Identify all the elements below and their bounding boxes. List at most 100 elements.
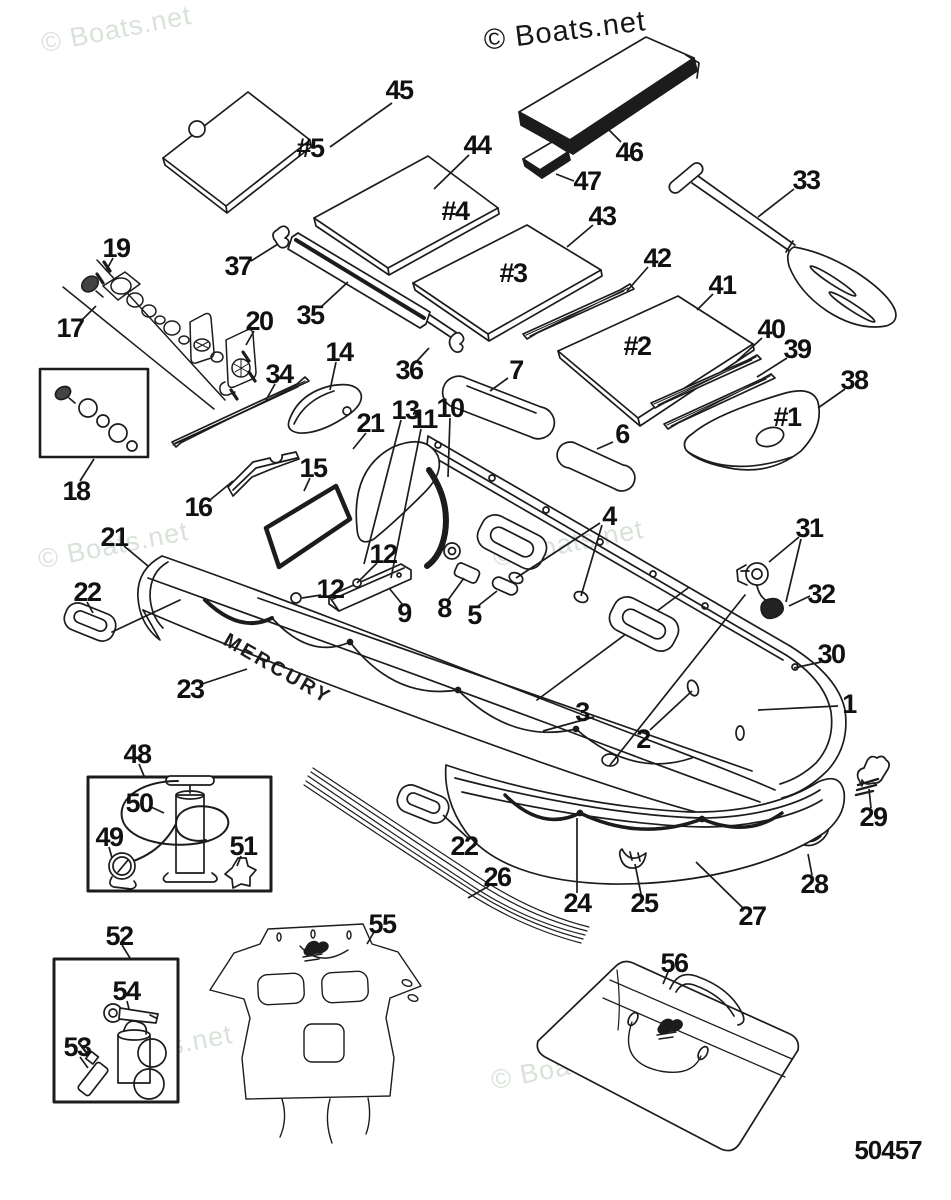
part-label-38: 38 [840,365,869,395]
part-label-33: 33 [792,165,821,195]
leader-line-52 [121,944,131,959]
leader-line-16 [209,480,234,501]
part-label-21: 21 [356,408,385,438]
seat-plate-drawing [522,141,571,179]
leader-line-19 [105,257,114,272]
leader-line-12 [301,594,322,599]
valve-assembly-drawing [62,259,257,410]
leader-line-46 [605,126,622,143]
leader-line-31 [768,536,800,563]
leader-line-34 [265,383,276,401]
leader-line-4 [580,524,603,597]
repair-kit-box-drawing [52,957,180,1104]
part-label-12: 12 [369,539,397,569]
part-label-45: 45 [385,75,414,105]
part-label-34: 34 [265,359,294,389]
leader-line-53 [79,1056,89,1069]
part-label-3: 3 [575,697,590,727]
part-label-20: 20 [245,306,273,336]
floorboard-1-drawing [683,390,821,471]
part-label-26: 26 [483,862,512,892]
floorboard-5-drawing [162,91,312,214]
leader-line-29 [868,788,872,809]
part-label-4: 4 [602,501,617,531]
leader-line-26 [467,885,490,899]
bottom-hull-drawing [444,764,846,885]
part-label-48: 48 [123,739,152,769]
part-label-42: 42 [643,243,671,273]
part-label-16: 16 [184,492,213,522]
leader-line-55 [366,931,375,945]
leader-line-8 [447,577,465,601]
part-label-37: 37 [224,251,252,281]
leader-line-22 [86,601,94,614]
part-label-17: 17 [56,313,84,343]
part-label-51: 51 [229,831,258,861]
part-label-10: 10 [436,393,464,423]
rub-strake-34-drawing [171,376,310,448]
pad-6-drawing [556,441,636,492]
part-label-30: 30 [817,639,845,669]
hull-brand-text: MERCURY [220,629,336,709]
leader-line-35 [320,281,349,308]
oring-kit-box-drawing [38,367,150,459]
part-label-35: 35 [296,300,325,330]
part-label-22: 22 [450,831,478,861]
part-label-14: 14 [325,337,354,367]
part-label-40: 40 [757,314,785,344]
leader-line-27 [695,861,745,910]
part-label-56: 56 [660,948,689,978]
part-label-43: 43 [588,201,617,231]
part-label-24: 24 [563,888,592,918]
leader-line-25 [634,863,642,895]
seat-panel-drawing [518,36,700,155]
part-label-7: 7 [509,355,523,385]
part-label-29: 29 [859,802,888,832]
part-label-2: 2 [636,724,650,754]
part-label-23: 23 [176,674,205,704]
patch-15-drawing [263,483,353,570]
leader-line-30 [793,661,822,669]
leader-line-9 [388,587,403,605]
leader-line-21 [123,545,149,567]
keel-guard-drawing [303,767,590,944]
leader-line-38 [817,388,846,409]
line-art [38,36,897,1152]
part-label-22: 22 [73,577,101,607]
leader-line-45 [329,102,393,148]
part-label-31: 31 [795,513,824,543]
part-label-19: 19 [102,233,131,263]
leader-line-54 [126,1000,130,1010]
boat-cover-drawing [209,923,422,1144]
leader-line-56 [662,971,669,985]
leader-line-17 [81,305,97,321]
part-label-28: 28 [800,869,829,899]
leader-line-31 [785,538,802,603]
part-label-50: 50 [125,788,153,818]
part-label-board-5: #5 [296,133,325,163]
pump-kit-box-drawing [86,775,273,893]
leader-line-36 [415,347,430,363]
leader-line-12 [356,562,378,584]
leader-line-32 [788,595,811,607]
part-label-6: 6 [615,419,630,449]
clip-37-drawing [272,225,290,249]
joiner-42-drawing [522,283,635,340]
part-label-board-1: #1 [773,402,802,432]
part-label-9: 9 [397,598,412,628]
leader-line-21 [352,432,367,450]
brand-watermark: © Boats.net [482,5,648,57]
leader-line-22 [442,814,469,839]
part-label-44: 44 [463,130,492,160]
leader-line-51 [236,855,242,867]
leader-line-13 [363,419,402,565]
part-label-25: 25 [630,888,659,918]
part-label-12: 12 [316,574,344,604]
leader-line-48 [138,763,145,777]
leader-line-42 [626,266,649,292]
part-label-32: 32 [807,579,835,609]
leader-line-2 [649,690,693,731]
part-label-49: 49 [95,822,124,852]
